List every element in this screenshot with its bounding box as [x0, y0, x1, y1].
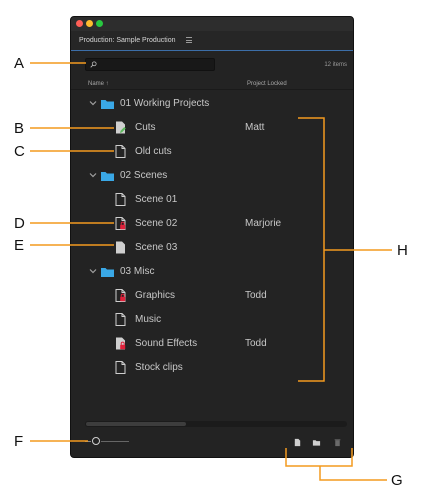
minimize-window-button[interactable]: [86, 20, 93, 27]
project-label: Old cuts: [135, 146, 172, 157]
project-panel-window: Production: Sample Production 12 items N…: [70, 16, 354, 458]
project-row[interactable]: Old cuts: [71, 141, 353, 163]
project-locked-by: Todd: [245, 290, 267, 301]
project-file-icon: [116, 121, 126, 134]
project-row[interactable]: Music: [71, 309, 353, 331]
folder-label: 01 Working Projects: [120, 98, 210, 109]
callout-a: A: [14, 55, 25, 72]
trash-icon[interactable]: [333, 438, 342, 447]
project-locked-by: Marjorie: [245, 218, 282, 229]
search-box[interactable]: [85, 58, 215, 71]
window-titlebar: [71, 17, 353, 31]
project-file-icon: [116, 241, 125, 254]
project-file-icon: [115, 289, 126, 302]
zoom-out-indicator: [85, 441, 91, 442]
chevron-down-icon[interactable]: [89, 99, 97, 107]
chevron-down-icon[interactable]: [89, 267, 97, 275]
folder-label: 03 Misc: [120, 266, 155, 277]
zoom-slider-track[interactable]: [101, 441, 129, 442]
project-row[interactable]: Cuts Matt: [71, 117, 353, 139]
column-header-project-locked[interactable]: Project Locked: [247, 81, 287, 87]
project-label: Sound Effects: [135, 338, 198, 349]
folder-icon: [101, 100, 114, 109]
project-row[interactable]: Stock clips: [71, 357, 353, 379]
callout-c: C: [14, 143, 25, 160]
folder-row[interactable]: 02 Scenes: [71, 165, 353, 187]
project-label: Cuts: [135, 122, 156, 133]
zoom-window-button[interactable]: [96, 20, 103, 27]
project-file-icon: [115, 217, 126, 230]
project-locked-by: Matt: [245, 122, 265, 133]
close-window-button[interactable]: [76, 20, 83, 27]
panel-title: Production: Sample Production: [79, 37, 176, 44]
folder-row[interactable]: 01 Working Projects: [71, 93, 353, 115]
project-row[interactable]: Scene 01: [71, 189, 353, 211]
project-label: Scene 01: [135, 194, 178, 205]
folder-icon: [101, 268, 114, 277]
project-row[interactable]: Scene 02 Marjorie: [71, 213, 353, 235]
project-file-icon: [115, 361, 126, 374]
folder-row[interactable]: 03 Misc: [71, 261, 353, 283]
project-file-icon: [115, 313, 126, 326]
callout-g: G: [391, 472, 403, 489]
project-label: Stock clips: [135, 362, 183, 373]
callout-e: E: [14, 237, 25, 254]
active-tab-indicator: [71, 50, 353, 51]
callout-line-g: [319, 466, 387, 481]
new-bin-icon[interactable]: [312, 438, 321, 447]
horizontal-scrollbar-thumb[interactable]: [86, 422, 186, 426]
panel-tab[interactable]: Production: Sample Production: [71, 31, 353, 51]
project-label: Graphics: [135, 290, 176, 301]
callout-f: F: [14, 433, 24, 450]
search-input[interactable]: [100, 59, 210, 70]
project-locked-by: Todd: [245, 338, 267, 349]
project-label: Music: [135, 314, 162, 325]
search-icon: [90, 61, 97, 68]
project-label: Scene 02: [135, 218, 178, 229]
project-label: Scene 03: [135, 242, 178, 253]
project-row[interactable]: Scene 03: [71, 237, 353, 259]
callout-d: D: [14, 215, 25, 232]
project-row[interactable]: Sound Effects Todd: [71, 333, 353, 355]
items-count: 12 items: [324, 62, 347, 68]
new-item-icon[interactable]: [293, 438, 302, 447]
zoom-slider-handle[interactable]: [92, 437, 100, 445]
chevron-down-icon[interactable]: [89, 171, 97, 179]
column-header-name[interactable]: Name ↑: [88, 81, 109, 87]
callout-h: H: [397, 242, 408, 259]
project-file-icon: [115, 193, 126, 206]
project-file-icon: [116, 337, 126, 350]
folder-label: 02 Scenes: [120, 170, 168, 181]
horizontal-scrollbar[interactable]: [85, 421, 347, 427]
project-row[interactable]: Graphics Todd: [71, 285, 353, 307]
callout-b: B: [14, 120, 25, 137]
column-header-row: Name ↑ Project Locked: [71, 78, 353, 90]
panel-menu-icon[interactable]: [186, 37, 192, 43]
folder-icon: [101, 172, 114, 181]
project-file-icon: [115, 145, 126, 158]
